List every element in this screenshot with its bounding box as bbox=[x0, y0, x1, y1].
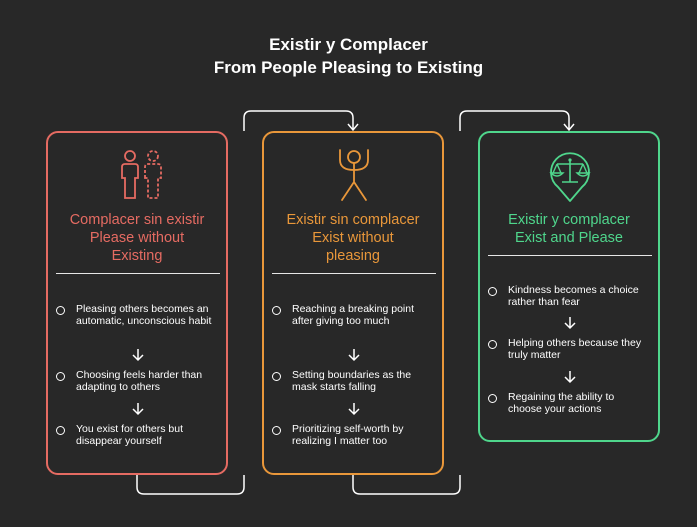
bullet-icon bbox=[56, 426, 65, 435]
title-line-1: Existir y Complacer bbox=[269, 35, 428, 54]
connector-bottom-1 bbox=[136, 475, 245, 495]
card-exist-without-pleasing: Existir sin complacer Exist without plea… bbox=[262, 131, 444, 475]
card-heading: Complacer sin existir Please without Exi… bbox=[69, 212, 205, 264]
bullet-icon bbox=[272, 306, 281, 315]
connector-bottom-2 bbox=[352, 475, 461, 495]
connector-top-1 bbox=[243, 110, 354, 131]
connector-top-2 bbox=[459, 110, 570, 131]
divider bbox=[488, 255, 652, 256]
bullet-icon bbox=[488, 394, 497, 403]
bullet-icon bbox=[56, 306, 65, 315]
people-icon bbox=[121, 150, 162, 199]
down-arrow-icon bbox=[564, 317, 576, 330]
connector-arrowhead-1 bbox=[347, 123, 359, 132]
balance-scale-pin-icon bbox=[549, 152, 591, 202]
card-exist-and-please: Existir y complacer Exist and Please Kin… bbox=[478, 131, 660, 442]
connector-arrowhead-2 bbox=[563, 123, 575, 132]
down-arrow-icon bbox=[564, 371, 576, 384]
bullet-icon bbox=[272, 426, 281, 435]
down-arrow-icon bbox=[348, 403, 360, 416]
bullet-icon bbox=[56, 372, 65, 381]
bullet-icon bbox=[488, 287, 497, 296]
bullet-icon bbox=[272, 372, 281, 381]
down-arrow-icon bbox=[132, 403, 144, 416]
card-please-without-existing: Complacer sin existir Please without Exi… bbox=[46, 131, 228, 475]
person-arms-up-icon bbox=[339, 149, 369, 201]
bullet-icon bbox=[488, 340, 497, 349]
down-arrow-icon bbox=[348, 349, 360, 362]
divider bbox=[272, 273, 436, 274]
divider bbox=[56, 273, 220, 274]
card-heading: Existir sin complacer Exist without plea… bbox=[286, 212, 420, 264]
diagram-title: Existir y Complacer From People Pleasing… bbox=[0, 33, 697, 79]
down-arrow-icon bbox=[132, 349, 144, 362]
title-line-2: From People Pleasing to Existing bbox=[213, 58, 484, 77]
card-heading: Existir y complacer Exist and Please bbox=[508, 212, 630, 246]
